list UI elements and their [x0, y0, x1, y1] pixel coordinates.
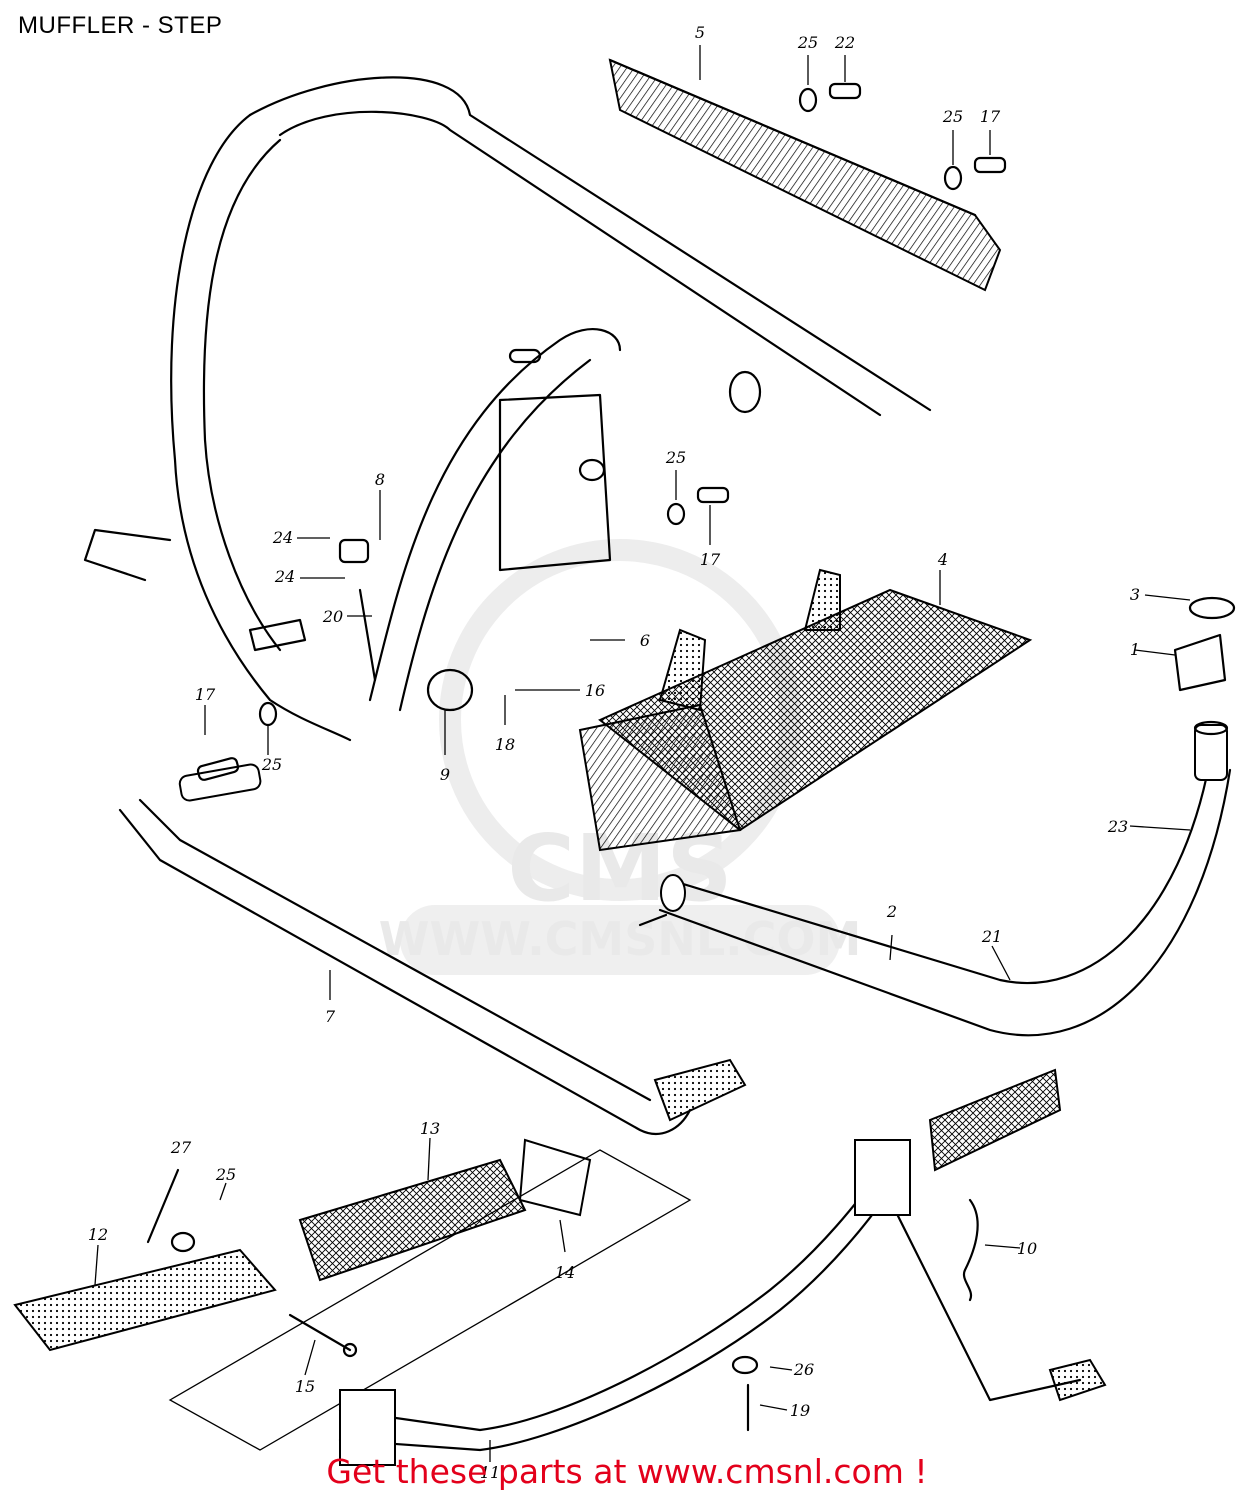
callout-10: 10 — [1017, 1239, 1037, 1258]
callout-21: 21 — [981, 927, 1002, 946]
callout-18: 18 — [495, 735, 515, 754]
callout-25-b: 25 — [942, 107, 963, 126]
callout-6: 6 — [640, 631, 650, 650]
callout-3: 3 — [1130, 585, 1140, 604]
page-title: MUFFLER - STEP — [18, 12, 223, 39]
callout-11: 11 — [480, 1463, 500, 1482]
callout-25-d: 25 — [261, 755, 282, 774]
callout-26: 26 — [793, 1360, 814, 1379]
frame-outline — [83, 76, 932, 742]
callout-leaders — [94, 45, 1191, 1462]
part-7-brake-pedal — [118, 763, 747, 1135]
part-2-exhaust-pipe — [658, 720, 1232, 1037]
callout-14: 14 — [555, 1263, 575, 1282]
callout-25-c: 25 — [665, 448, 686, 467]
callout-20: 20 — [322, 607, 343, 626]
callout-15: 15 — [295, 1377, 315, 1396]
watermark-text: WWW.CMSNL.COM — [379, 912, 862, 966]
callout-23: 23 — [1107, 817, 1128, 836]
part-4-muffler — [578, 568, 1033, 852]
callout-numbers: 5 25 22 25 17 8 24 24 20 25 17 4 3 1 6 1… — [88, 23, 1140, 1482]
callout-9: 9 — [440, 765, 450, 784]
step-assembly-left — [13, 1138, 692, 1451]
callout-8: 8 — [375, 470, 385, 489]
callout-17-b: 17 — [700, 550, 721, 569]
callout-16: 16 — [585, 681, 605, 700]
callout-24-b: 24 — [274, 567, 295, 586]
callout-12: 12 — [88, 1225, 108, 1244]
callout-19: 19 — [790, 1401, 810, 1420]
callout-17-a: 17 — [980, 107, 1001, 126]
callout-24-a: 24 — [272, 528, 293, 547]
callout-5-top: 5 — [695, 23, 705, 42]
callout-25-a: 25 — [797, 33, 818, 52]
fasteners — [146, 82, 1236, 1432]
part-11-main-stand — [338, 1068, 1107, 1466]
part-5-chain-cover — [608, 58, 1002, 292]
callout-2: 2 — [886, 902, 897, 921]
callout-25-e: 25 — [215, 1165, 236, 1184]
callout-13: 13 — [420, 1119, 440, 1138]
callout-7: 7 — [325, 1007, 336, 1026]
callout-4: 4 — [937, 550, 948, 569]
callout-1: 1 — [1130, 640, 1140, 659]
callout-22: 22 — [834, 33, 855, 52]
callout-17-c: 17 — [195, 685, 216, 704]
callout-27: 27 — [170, 1138, 192, 1157]
footer-parts-link[interactable]: Get these parts at www.cmsnl.com ! — [326, 1452, 928, 1491]
